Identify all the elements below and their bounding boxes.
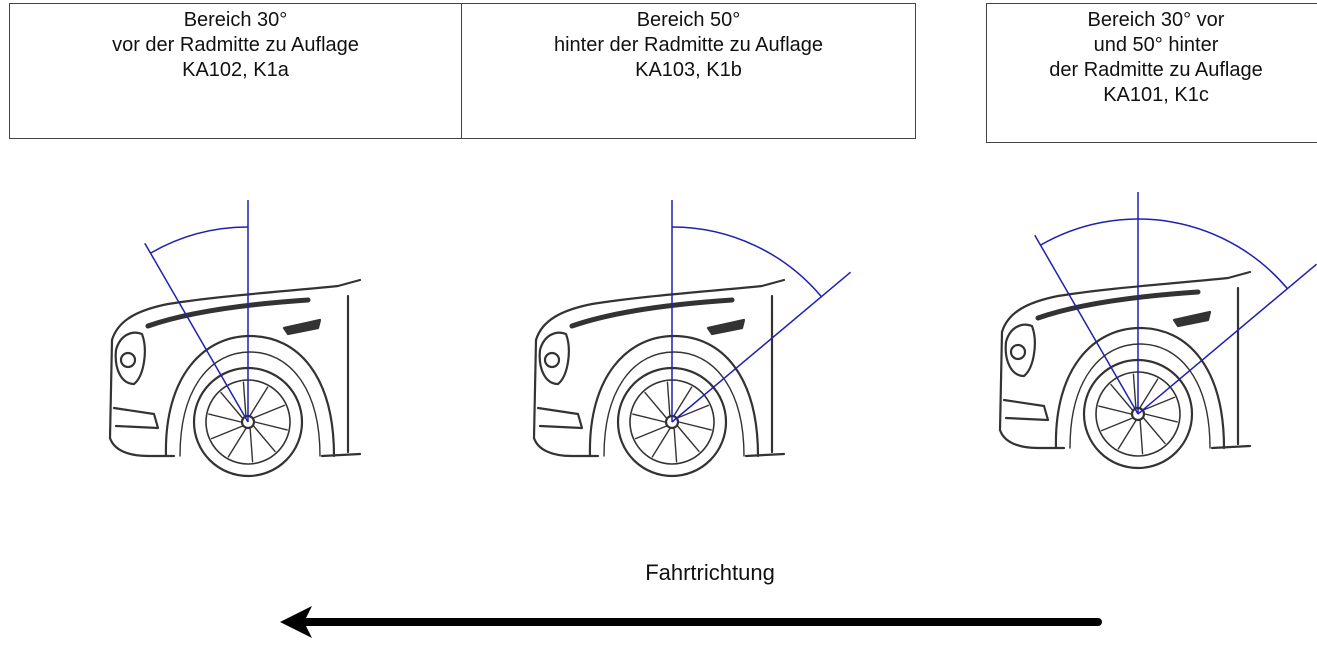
bumper-intake: [112, 406, 160, 430]
hood-line: [534, 278, 786, 342]
wheel-spoke: [1139, 378, 1159, 409]
front-bumper: [998, 330, 1066, 450]
wheel-spoke: [227, 427, 247, 458]
wheel-spoke: [1139, 419, 1144, 455]
wheel-spoke: [242, 381, 247, 417]
wheel-spoke: [1142, 396, 1176, 411]
wheel-spoke: [252, 404, 286, 419]
panel-c-line-2: und 50° hinter: [1093, 34, 1219, 56]
car-diagram-front-range: [108, 200, 362, 478]
hood-crease: [1035, 289, 1201, 321]
fender-vent: [1172, 310, 1212, 328]
fender-vent: [706, 318, 746, 336]
panel-a-line-1: Bereich 30°: [183, 9, 288, 31]
wheel-spoke: [249, 427, 254, 463]
direction-label: Fahrtrichtung: [645, 560, 775, 585]
rear-limit-line: [1137, 263, 1317, 415]
wheel-spoke: [220, 391, 244, 419]
wheel-spoke: [673, 386, 693, 417]
bumper-intake: [536, 406, 584, 430]
wheel-spoke: [1100, 417, 1134, 432]
wheel-spoke: [1098, 405, 1132, 415]
direction-arrow: [280, 606, 1102, 638]
wheel-arch-inner: [1069, 343, 1211, 449]
panel-a-line-3: KA102, K1a: [182, 59, 289, 81]
panel-c-line-1: Bereich 30° vor: [1087, 9, 1225, 31]
wheel-spoke: [632, 413, 666, 423]
wheel-spoke: [252, 425, 276, 453]
wheel-spoke: [676, 404, 710, 419]
wheel-spoke: [208, 413, 242, 423]
text-box-front-and-rear: Bereich 30° vor und 50° hinter der Radmi…: [986, 3, 1317, 143]
hood-crease: [569, 297, 735, 329]
wheel-spoke: [644, 391, 668, 419]
angle-range: [144, 200, 249, 423]
hood-line: [1000, 270, 1252, 334]
wheel-spoke: [249, 386, 269, 417]
wheel-spoke: [676, 425, 700, 453]
front-bumper: [532, 338, 600, 458]
front-limit-line: [1034, 234, 1139, 415]
panel-a-line-2: vor der Radmitte zu Auflage: [112, 34, 359, 56]
car-body: [998, 270, 1252, 470]
fender-vent: [282, 318, 322, 336]
wheel-spoke: [210, 425, 244, 440]
text-box-front-rear: Bereich 30° vor der Radmitte zu Auflage …: [9, 3, 916, 139]
front-limit-line: [144, 242, 249, 423]
panel-b-line-3: KA103, K1b: [635, 59, 742, 81]
angle-range: [671, 200, 852, 423]
wheel-arch-outer: [164, 334, 336, 458]
side-sill: [1210, 444, 1252, 450]
angle-range: [1034, 192, 1317, 415]
wheel-spoke: [678, 421, 712, 431]
headlight: [114, 331, 146, 386]
hood-line: [110, 278, 362, 342]
wheel-spoke: [651, 427, 671, 458]
wheel-arch-inner: [603, 351, 745, 457]
wheel-spoke: [634, 425, 668, 440]
car-body: [108, 278, 362, 478]
wheel-spoke: [1117, 419, 1137, 450]
wheel-spoke: [1110, 383, 1134, 411]
panel-c-line-3: der Radmitte zu Auflage: [1049, 59, 1263, 81]
panel-label-rear: Bereich 50° hinter der Radmitte zu Aufla…: [462, 4, 915, 138]
rear-limit-line: [671, 271, 852, 423]
hood-crease: [145, 297, 311, 329]
bumper-intake: [1002, 398, 1050, 422]
car-body: [532, 278, 786, 478]
wheel-arch-inner: [179, 351, 321, 457]
angle-arc: [1040, 218, 1288, 290]
wheel-spoke: [666, 381, 671, 417]
wheel-arch-outer: [1054, 326, 1226, 450]
headlight: [538, 331, 570, 386]
headlight-lens: [543, 351, 561, 369]
angle-arc: [671, 226, 822, 298]
panel-b-line-1: Bereich 50°: [636, 9, 741, 31]
panel-label-front: Bereich 30° vor der Radmitte zu Auflage …: [10, 4, 462, 138]
side-sill: [320, 452, 362, 458]
panel-c-line-4: KA101, K1c: [1103, 84, 1209, 106]
front-bumper: [108, 338, 176, 458]
headlight-lens: [119, 351, 137, 369]
angle-arc: [150, 226, 249, 254]
wheel-arch-outer: [588, 334, 760, 458]
panel-b-line-2: hinter der Radmitte zu Auflage: [553, 34, 824, 56]
car-diagram-combined-range: [998, 192, 1317, 470]
panel-label-combined: Bereich 30° vor und 50° hinter der Radmi…: [987, 4, 1317, 142]
wheel-spoke: [254, 421, 288, 431]
wheel-spoke: [1142, 417, 1166, 445]
wheel-spoke: [673, 427, 678, 463]
headlight-lens: [1009, 343, 1027, 361]
wheel-spoke: [1144, 413, 1178, 423]
car-diagram-rear-range: [532, 200, 852, 478]
wheel-spoke: [1132, 373, 1137, 409]
side-sill: [744, 452, 786, 458]
headlight: [1004, 323, 1036, 378]
